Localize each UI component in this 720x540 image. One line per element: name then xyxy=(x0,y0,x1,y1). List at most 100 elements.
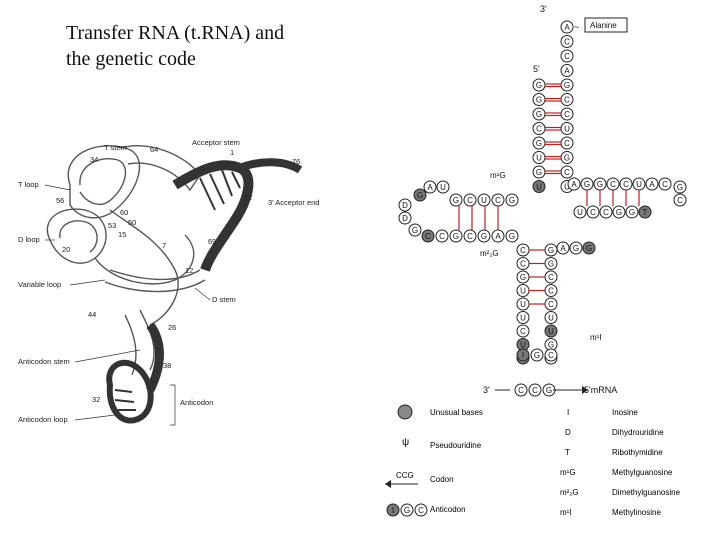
d-arm-base-letter: U xyxy=(481,196,487,205)
label-m1i: m¹I xyxy=(590,333,602,342)
label-n44: 44 xyxy=(88,310,96,319)
t-arm-bottom-base-3: G xyxy=(612,205,626,219)
d-arm-base-circle xyxy=(463,229,477,243)
acceptor-base-circle xyxy=(560,78,574,92)
d-arm-base-12: D xyxy=(398,198,412,212)
acceptor-left-base-6: G xyxy=(532,165,546,179)
variable-base-1: G xyxy=(569,241,583,255)
acceptor-base-circle xyxy=(560,151,574,164)
pointer-t-loop xyxy=(44,184,71,191)
variable-base-2: G xyxy=(582,241,596,255)
acceptor-left-base-circle xyxy=(532,165,546,179)
acceptor-left-base-5: U xyxy=(532,151,546,164)
d-arm-base-circle xyxy=(435,229,449,243)
anticodon-right-base-5: U xyxy=(544,311,558,324)
label-n53: 53 xyxy=(108,221,116,230)
label-n32: 32 xyxy=(92,395,100,404)
acceptor-base-letter: C xyxy=(564,139,570,148)
legend-ribothymidine: Ribothymidine xyxy=(612,448,663,457)
d-loop-ribbon xyxy=(46,208,107,264)
legend-anticodon-base-letter: I xyxy=(392,506,394,515)
acceptor-left-base-circle xyxy=(532,151,546,164)
d-arm-base-circle xyxy=(421,229,435,243)
anticodon-right-base-3: C xyxy=(544,284,558,297)
variable-base-letter: A xyxy=(560,244,566,253)
d-arm-base-circle xyxy=(477,229,491,243)
d-arm-top-base-circle xyxy=(436,180,450,194)
anticodon-left-base-letter: G xyxy=(520,273,526,282)
t-arm-bottom-base-circle xyxy=(612,205,626,219)
acceptor-base-10: C xyxy=(560,165,574,179)
mrna-base-1: C xyxy=(528,383,542,397)
pointer-variable-loop xyxy=(69,279,106,286)
acceptor-left-base-letter: U xyxy=(536,154,542,163)
t-arm-bottom-base-circle xyxy=(625,205,639,219)
legend-key-t: T xyxy=(565,448,570,457)
variable-loop-ribbon xyxy=(94,234,195,285)
d-arm-base-circle xyxy=(408,223,422,237)
legend-anticodon-base-2: C xyxy=(414,503,428,517)
anticodon-right-base-letter: C xyxy=(548,287,554,296)
anticodon-left-base-letter: U xyxy=(520,300,526,309)
t-arm-bottom-base-0: U xyxy=(573,205,587,219)
acceptor-left-base-letter: G xyxy=(536,168,542,177)
anticodon-loop-base-2: C xyxy=(544,348,558,362)
d-arm-base-1: C xyxy=(463,193,477,207)
acceptor-base-circle xyxy=(560,20,574,34)
title-line-2: the genetic code xyxy=(66,48,196,70)
t-stem-ribbon xyxy=(119,145,201,192)
t-arm-bottom-base-4: G xyxy=(625,205,639,219)
legend-key-m1i: m¹I xyxy=(560,508,572,517)
d-arm-base-letter: G xyxy=(509,232,515,241)
acceptor-base-7: U xyxy=(560,122,574,135)
t-arm-right-base-circle xyxy=(673,193,687,207)
acceptor-base-circle xyxy=(560,93,574,106)
d-arm-base-letter: C xyxy=(467,232,473,241)
legend-dimethylguanosine: Dimethylguanosine xyxy=(612,488,681,497)
d-arm-base-8: C xyxy=(463,229,477,243)
label-t-stem: T stem xyxy=(104,143,127,152)
d-arm-base-0: G xyxy=(449,193,463,207)
d-arm-base-letter: C xyxy=(467,196,473,205)
label-alanine: Alanine xyxy=(590,21,617,30)
anticodon-left-base-circle xyxy=(516,324,530,338)
t-arm-top-base-letter: U xyxy=(636,180,642,189)
acceptor-left-base-2: G xyxy=(532,107,546,121)
acceptor-left-base-letter: G xyxy=(536,110,542,119)
acceptor-base-letter: A xyxy=(564,23,570,32)
d-stem-ribbon xyxy=(104,269,206,293)
acceptor-left-base-4: G xyxy=(532,136,546,150)
label-n60: 60 xyxy=(120,208,128,217)
d-arm-base-letter: G xyxy=(417,191,423,200)
legend-anticodon-base-1: G xyxy=(400,503,414,517)
t-arm-top-base-letter: C xyxy=(662,180,668,189)
acceptor-left-base-7: U xyxy=(532,180,546,193)
anticodon-right-base-letter: U xyxy=(548,314,554,323)
label-n76: 76 xyxy=(292,157,300,166)
legend-methylinosine: Methylinosine xyxy=(612,508,661,517)
alanine-box xyxy=(584,17,628,33)
legend-unusual-base-icon xyxy=(397,404,413,420)
anticodon-right-base-0: G xyxy=(544,243,558,257)
anticodon-stem-dark xyxy=(145,322,164,393)
acceptor-base-2: C xyxy=(560,49,574,63)
mrna-base-letter: C xyxy=(532,386,538,395)
label-n50: 50 xyxy=(128,218,136,227)
acceptor-left-base-letter: G xyxy=(536,139,542,148)
anticodon-left-base-circle xyxy=(516,311,530,324)
acceptor-base-letter: C xyxy=(564,38,570,47)
anticodon-loop-base-circle xyxy=(544,348,558,362)
t-arm-bottom-base-letter: G xyxy=(616,208,622,217)
acceptor-left-base-3: C xyxy=(532,122,546,135)
acceptor-base-1: C xyxy=(560,35,574,48)
d-arm-base-4: G xyxy=(505,193,519,207)
label-t-loop: T loop xyxy=(18,180,39,189)
label-n1: 1 xyxy=(230,148,234,157)
anticodon-right-base-circle xyxy=(544,311,558,324)
t-arm-top-base-letter: A xyxy=(571,180,577,189)
label-3-prime: 3' xyxy=(540,4,547,14)
acceptor-base-letter: U xyxy=(564,125,570,134)
legend-pseudouridine: Pseudouridine xyxy=(430,441,482,450)
trna-3d-structure: T stem 64 Acceptor stem 1 76 34 72 T loo… xyxy=(18,138,319,426)
